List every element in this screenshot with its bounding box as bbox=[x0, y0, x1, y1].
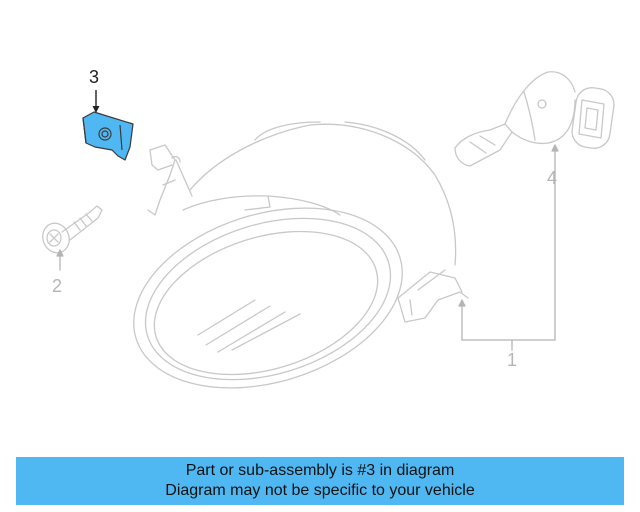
callout-number-4[interactable]: 4 bbox=[547, 168, 558, 188]
banner-line-1: Part or sub-assembly is #3 in diagram bbox=[185, 462, 455, 479]
fog-lamp-housing[interactable] bbox=[111, 121, 469, 419]
fog-lamp-bulb[interactable] bbox=[454, 71, 616, 167]
screw[interactable] bbox=[39, 205, 103, 257]
callout-3-arrow bbox=[92, 90, 100, 113]
leader-lines bbox=[56, 144, 559, 351]
callout-number-3[interactable]: 3 bbox=[89, 67, 100, 87]
info-banner: Part or sub-assembly is #3 in diagram Di… bbox=[16, 457, 624, 505]
callout-number-1[interactable]: 1 bbox=[507, 350, 518, 370]
banner-line-2: Diagram may not be specific to your vehi… bbox=[165, 482, 475, 499]
callout-number-2[interactable]: 2 bbox=[52, 276, 63, 296]
parts-diagram bbox=[39, 71, 616, 419]
clip-nut-highlighted[interactable] bbox=[82, 111, 134, 161]
